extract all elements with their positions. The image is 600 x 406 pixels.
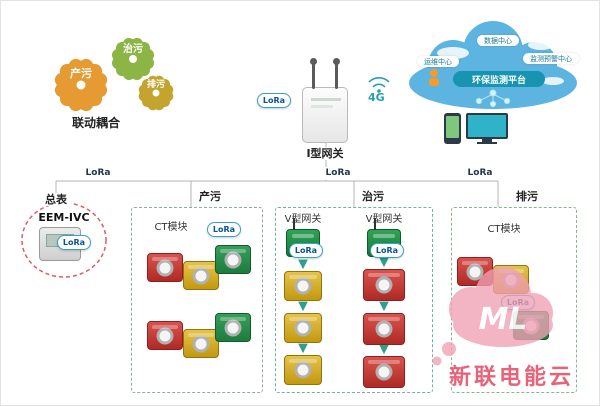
v-gateway-a-lora-badge: LoRa xyxy=(289,243,323,258)
ct-lora-badge: LoRa xyxy=(501,295,535,310)
cloud-node-chip: 数据中心 xyxy=(477,35,519,46)
monitor-icon xyxy=(466,113,508,145)
gear-produce-icon: 产污 xyxy=(54,58,108,112)
ct-module-yellow xyxy=(284,271,322,301)
cloud-texture xyxy=(437,40,564,85)
i-gateway-device xyxy=(302,58,348,143)
antenna-icon xyxy=(333,58,340,89)
gear-treat-label: 治污 xyxy=(123,42,143,55)
gateway-vent xyxy=(311,105,333,108)
gateway-lora-badge: LoRa xyxy=(257,93,291,108)
phone-icon xyxy=(444,113,461,144)
lora-label-left: LoRa xyxy=(83,167,113,180)
meter-device-name: EEM-IVC xyxy=(38,211,90,224)
gear-discharge-label: 排污 xyxy=(147,78,165,90)
ct-module-green xyxy=(215,245,251,274)
ct-module-red xyxy=(363,313,405,345)
discharge-box-title: 排污 xyxy=(511,190,543,203)
ct-module-label: CT模块 xyxy=(487,224,521,235)
v-gateway-a-label: V型网关 xyxy=(284,214,322,225)
ct-module-red xyxy=(147,321,183,350)
lora-label-mid: LoRa xyxy=(323,167,353,180)
ct-module-yellow xyxy=(493,265,529,294)
treat-flow-arrows xyxy=(298,257,389,355)
gear-caption: 联动耦合 xyxy=(59,117,133,130)
ct-module-yellow xyxy=(183,261,219,290)
ct-module-yellow xyxy=(183,329,219,358)
network-4g-label: 4G xyxy=(368,91,385,104)
ct-lora-badge: LoRa xyxy=(207,222,241,237)
treat-box-title: 治污 xyxy=(357,190,389,203)
ct-module-yellow xyxy=(284,313,322,343)
lora-label-right: LoRa xyxy=(465,167,495,180)
antenna-icon xyxy=(310,58,317,89)
ct-module-green xyxy=(513,311,549,340)
produce-box-title: 产污 xyxy=(194,190,226,203)
platform-badge: 环保监测平台 xyxy=(453,71,545,87)
cloud-node-chip: 运维中心 xyxy=(417,56,459,67)
v-gateway-b-lora-badge: LoRa xyxy=(370,243,404,258)
ct-module-label: CT模块 xyxy=(154,222,188,233)
gear-produce-label: 产污 xyxy=(70,66,92,80)
ct-module-red xyxy=(147,253,183,282)
meter-label: 总表 xyxy=(41,193,71,206)
ct-module-yellow xyxy=(284,355,322,385)
signal-4g-icon xyxy=(368,77,390,93)
treat-box xyxy=(275,207,433,393)
gateway-vent xyxy=(311,98,341,101)
cloud-user-icon xyxy=(429,69,439,86)
ct-module-red xyxy=(363,269,405,301)
ct-module-red xyxy=(457,257,493,286)
meter-lora-badge: LoRa xyxy=(57,235,91,250)
cloud-network-icon xyxy=(475,89,511,108)
lora-bus-lines xyxy=(55,143,499,207)
gear-discharge-icon: 排污 xyxy=(138,75,174,111)
produce-box xyxy=(131,207,263,393)
meter-boundary-circle xyxy=(21,202,107,278)
cloud-node-chip: 监测预警中心 xyxy=(523,53,579,64)
v-gateway-b-label: V型网关 xyxy=(365,214,403,225)
gear-treat-icon: 治污 xyxy=(111,37,155,81)
i-gateway-label: I型网关 xyxy=(297,147,353,160)
ct-module-green xyxy=(215,313,251,342)
ct-module-red xyxy=(363,356,405,388)
